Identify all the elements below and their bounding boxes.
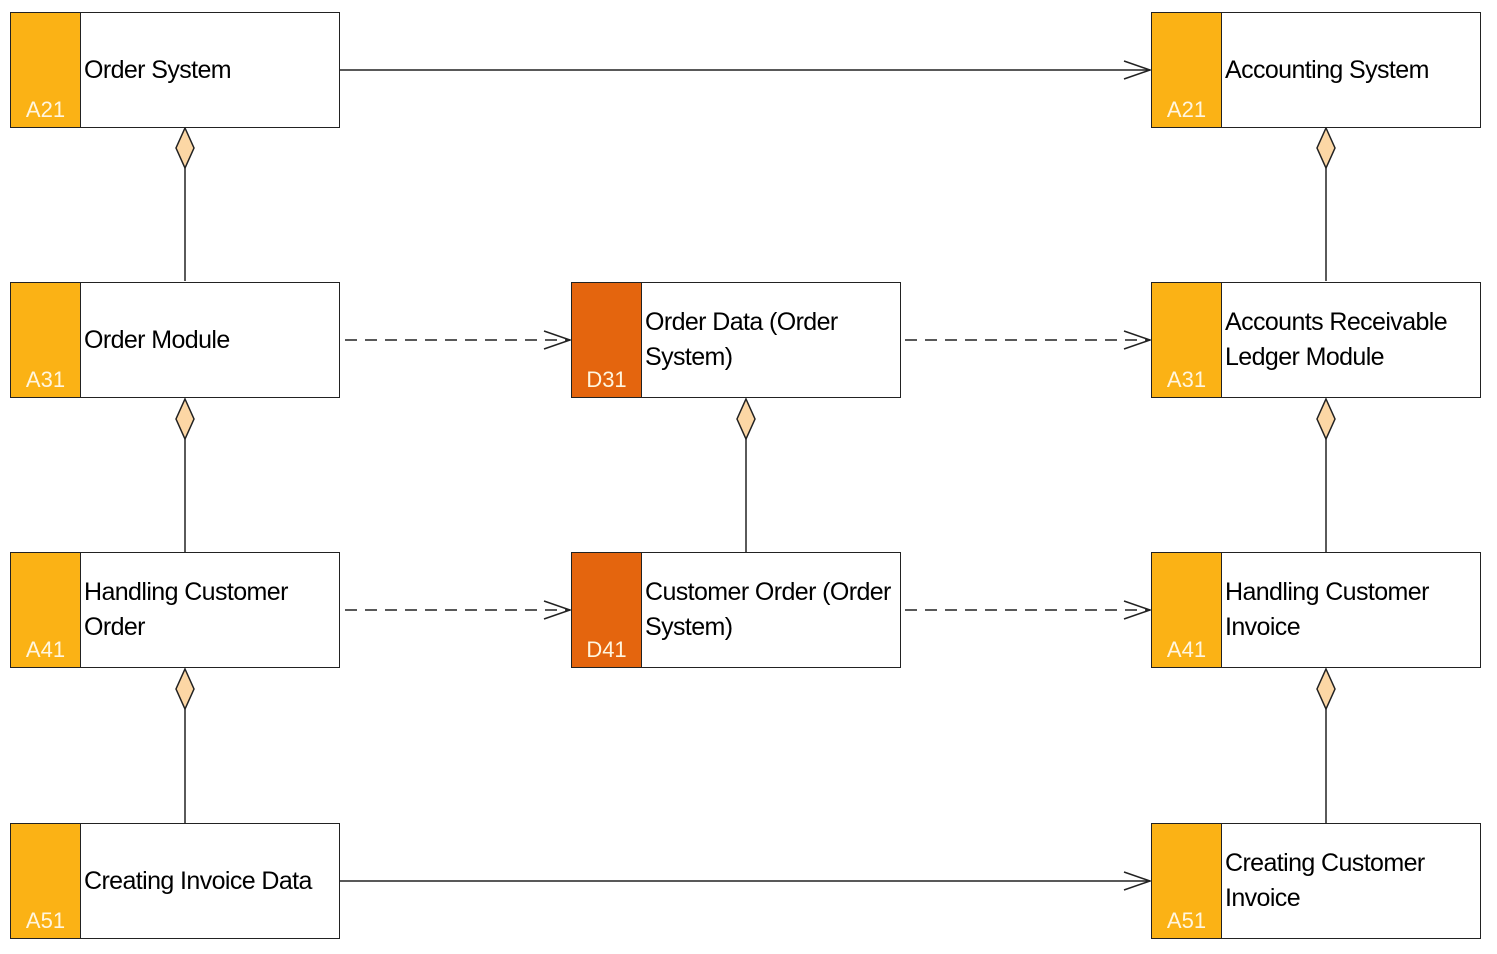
node-label: Accounts Receivable Ledger Module xyxy=(1225,308,1448,371)
node-code: A41 xyxy=(1166,637,1207,662)
node-code: A21 xyxy=(25,97,66,122)
node-label: Handling Customer Order xyxy=(84,578,288,641)
aggregation-edge-order-module-to-order-system[interactable] xyxy=(175,126,195,281)
node-order-system[interactable]: A21 Order System xyxy=(10,12,340,128)
node-handling-customer-order[interactable]: A41 Handling Customer Order xyxy=(10,552,340,668)
node-code: A31 xyxy=(1166,367,1207,392)
flow-edge-creating-invoice-data-to-creating-customer-invoice[interactable] xyxy=(340,871,1153,891)
application-component-stripe xyxy=(11,553,81,667)
aggregation-diamond-icon xyxy=(175,126,195,170)
node-label: Order Module xyxy=(84,325,230,354)
aggregation-edge-customer-order-to-order-data[interactable] xyxy=(736,397,756,552)
node-code: A51 xyxy=(1166,908,1207,933)
aggregation-diamond-icon xyxy=(175,397,195,441)
node-accounting-system[interactable]: A21 Accounting System xyxy=(1151,12,1481,128)
access-edge-order-data-to-ar-ledger-module[interactable] xyxy=(905,330,1153,350)
access-edge-handling-customer-order-to-customer-order[interactable] xyxy=(345,600,573,620)
node-code: A41 xyxy=(25,637,66,662)
aggregation-edge-handling-customer-order-to-order-module[interactable] xyxy=(175,397,195,552)
aggregation-edge-ar-ledger-module-to-accounting-system[interactable] xyxy=(1316,126,1336,281)
node-code: A31 xyxy=(25,367,66,392)
node-order-module[interactable]: A31 Order Module xyxy=(10,282,340,398)
node-customer-order[interactable]: D41 Customer Order (Order System) xyxy=(571,552,901,668)
node-label: Creating Invoice Data xyxy=(84,866,312,895)
application-component-stripe xyxy=(11,283,81,397)
data-object-stripe xyxy=(572,553,642,667)
application-component-stripe xyxy=(1152,13,1222,127)
node-label: Customer Order (Order System) xyxy=(645,578,891,641)
aggregation-diamond-icon xyxy=(1316,667,1336,711)
application-component-stripe xyxy=(11,824,81,938)
node-label: Order System xyxy=(84,55,232,84)
node-ar-ledger-module[interactable]: A31 Accounts Receivable Ledger Module xyxy=(1151,282,1481,398)
aggregation-diamond-icon xyxy=(1316,126,1336,170)
aggregation-diamond-icon xyxy=(736,397,756,441)
node-label: Order Data (Order System) xyxy=(645,308,838,371)
data-object-stripe xyxy=(572,283,642,397)
node-code: A21 xyxy=(1166,97,1207,122)
aggregation-diamond-icon xyxy=(1316,397,1336,441)
node-code: D31 xyxy=(586,367,627,392)
node-label: Handling Customer Invoice xyxy=(1225,578,1429,641)
application-component-stripe xyxy=(11,13,81,127)
aggregation-edge-creating-customer-invoice-to-handling-customer-invoice[interactable] xyxy=(1316,667,1336,823)
node-label: Creating Customer Invoice xyxy=(1225,849,1425,912)
node-handling-customer-invoice[interactable]: A41 Handling Customer Invoice xyxy=(1151,552,1481,668)
node-order-data[interactable]: D31 Order Data (Order System) xyxy=(571,282,901,398)
application-component-stripe xyxy=(1152,283,1222,397)
access-edge-customer-order-to-handling-customer-invoice[interactable] xyxy=(905,600,1153,620)
aggregation-diamond-icon xyxy=(175,667,195,711)
flow-edge-order-system-to-accounting-system[interactable] xyxy=(340,60,1153,80)
application-component-stripe xyxy=(1152,824,1222,938)
node-label: Accounting System xyxy=(1225,55,1429,84)
node-code: A51 xyxy=(25,908,66,933)
node-code: D41 xyxy=(586,637,627,662)
node-creating-invoice-data[interactable]: A51 Creating Invoice Data xyxy=(10,823,340,939)
access-edge-order-module-to-order-data[interactable] xyxy=(345,330,573,350)
aggregation-edge-creating-invoice-data-to-handling-customer-order[interactable] xyxy=(175,667,195,823)
application-component-stripe xyxy=(1152,553,1222,667)
node-creating-customer-invoice[interactable]: A51 Creating Customer Invoice xyxy=(1151,823,1481,939)
aggregation-edge-handling-customer-invoice-to-ar-ledger-module[interactable] xyxy=(1316,397,1336,552)
